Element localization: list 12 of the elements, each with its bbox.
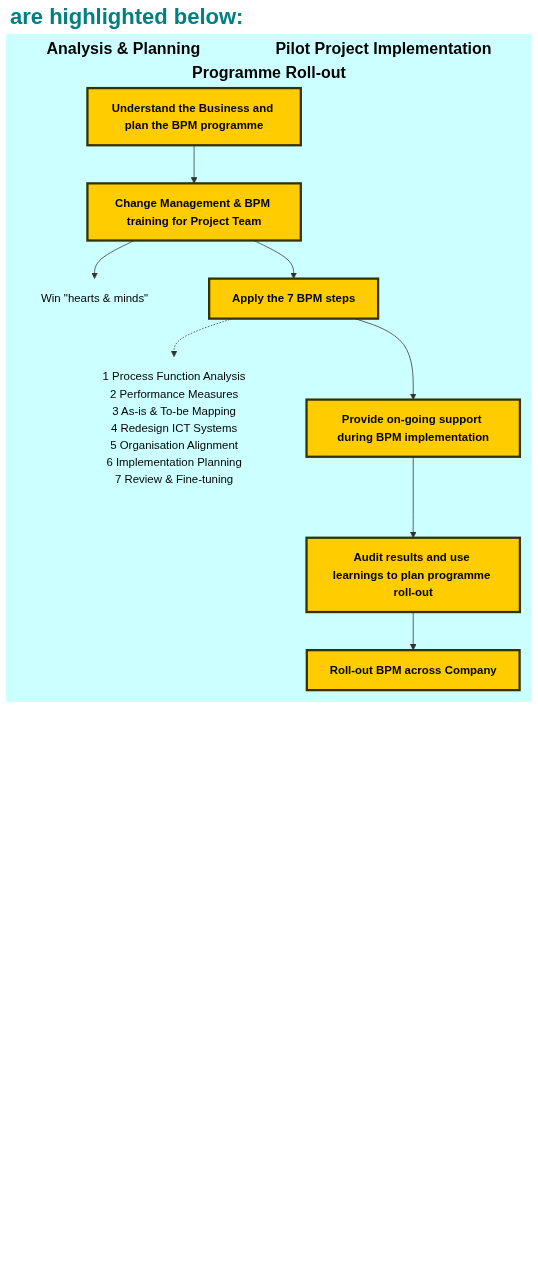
- node-box: Apply the 7 BPM steps: [208, 277, 380, 320]
- node-text: 1 Process Function Analysis 2 Performance Measures 3 As-is & To-be Mapping 4 Redesign ICT Systems 5 Organisation Alignment 6 Implementation Planning 7 Review & Fine-tuning: [102, 369, 246, 486]
- title: are highlighted below:: [9, 3, 245, 31]
- node-text: Win "hearts & minds": [40, 291, 149, 305]
- phase-label: Programme Roll-out: [192, 64, 346, 82]
- node-box: Roll-out BPM across Company: [305, 649, 521, 692]
- node-box: Provide on-going support during BPM implementation: [305, 398, 522, 458]
- node-box: Understand the Business and plan the BPM programme: [86, 86, 302, 147]
- node-box: Audit results and use learnings to plan programme roll-out: [305, 536, 522, 614]
- node-box: Change Management & BPM training for Project Team: [86, 182, 302, 242]
- phase-label: Pilot Project Implementation: [275, 40, 492, 58]
- phase-label: Analysis & Planning: [46, 40, 201, 58]
